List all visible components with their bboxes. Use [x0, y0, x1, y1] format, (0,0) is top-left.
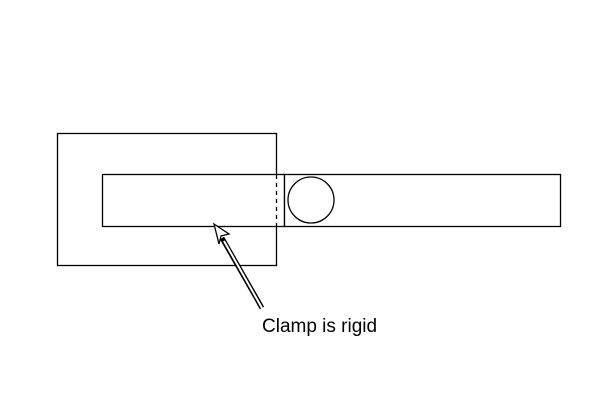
annotation-arrowhead [212, 222, 231, 245]
clamped-bar-section [101, 173, 286, 228]
pivot-joint [287, 176, 335, 224]
clamp-annotation-label: Clamp is rigid [262, 316, 378, 337]
annotation-arrow-core [223, 240, 263, 309]
